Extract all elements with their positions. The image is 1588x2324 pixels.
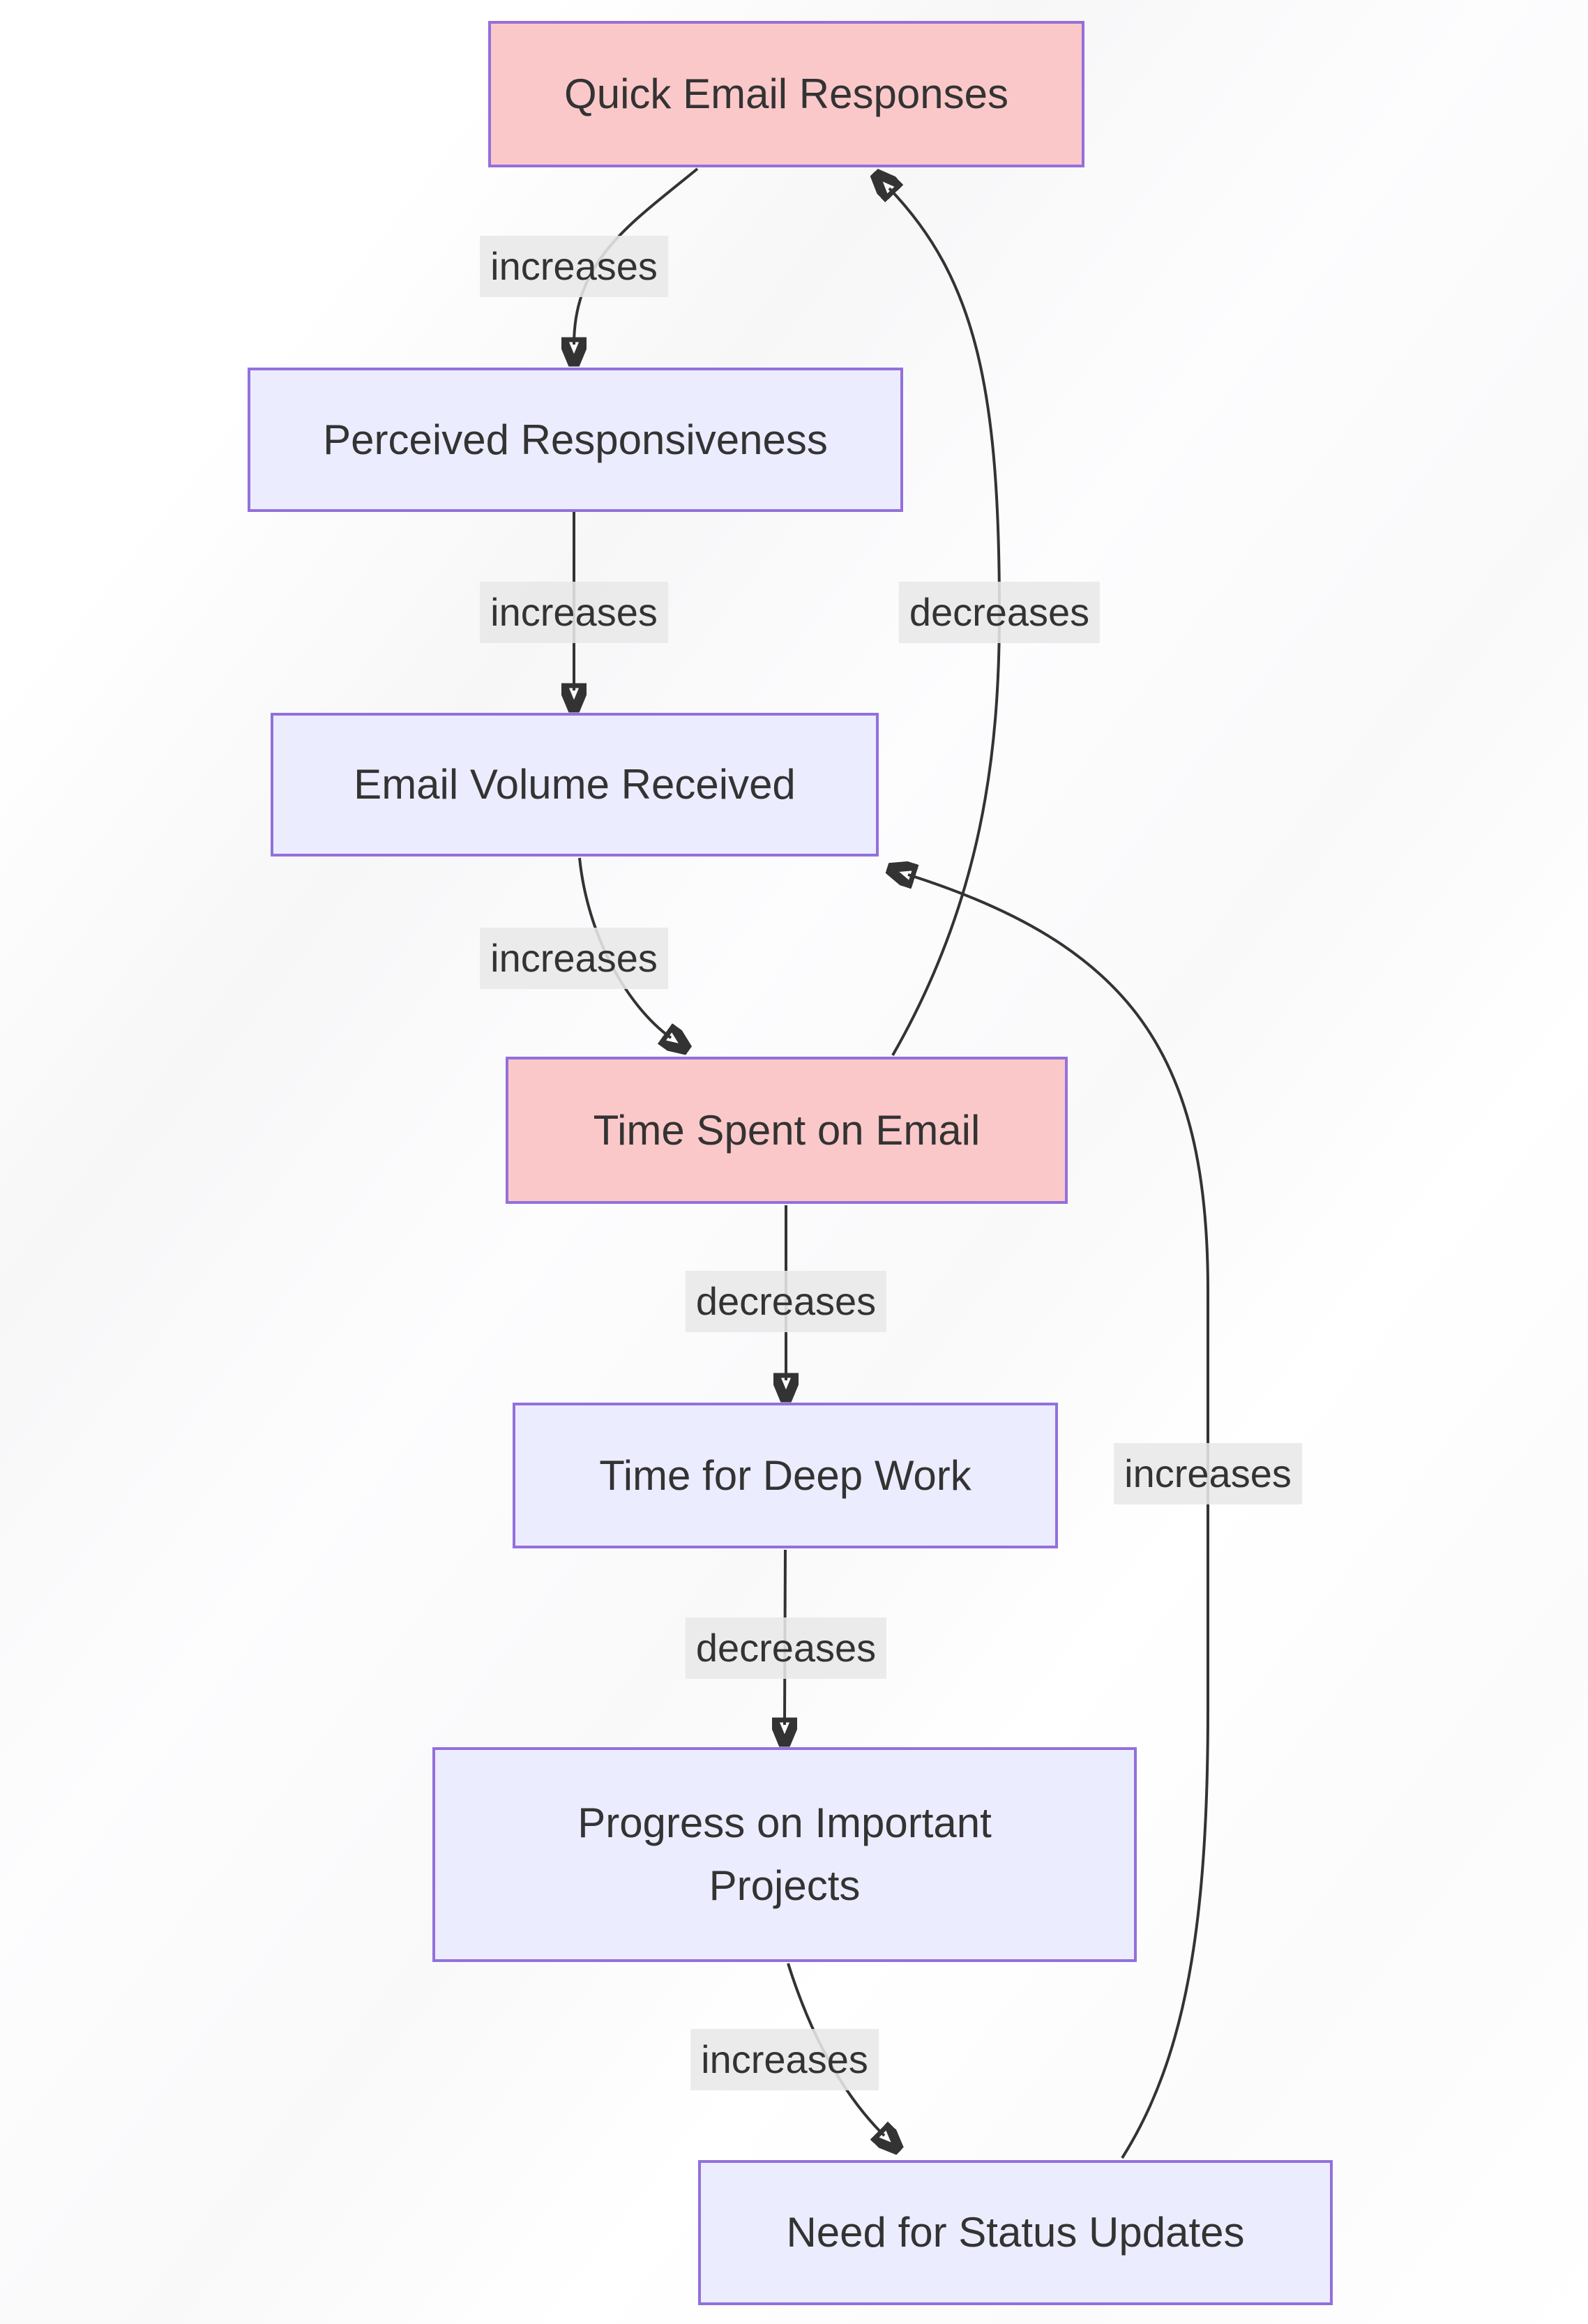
node-label: Need for Status Updates (786, 2209, 1245, 2256)
node-time-spent-on-email: Time Spent on Email (506, 1057, 1068, 1204)
node-progress-on-important-projects: Progress on Important Projects (432, 1747, 1137, 1962)
edge-label-decreases: decreases (685, 1617, 887, 1679)
node-need-for-status-updates: Need for Status Updates (698, 2160, 1333, 2305)
node-time-for-deep-work: Time for Deep Work (513, 1403, 1058, 1548)
node-label: Time Spent on Email (593, 1106, 981, 1154)
edge-label-increases: increases (690, 2029, 879, 2090)
node-quick-email-responses: Quick Email Responses (488, 21, 1084, 167)
node-label: Quick Email Responses (564, 70, 1008, 117)
node-label: Time for Deep Work (599, 1451, 971, 1499)
edge-label-increases: increases (480, 928, 668, 989)
edge-need-for-status-updates-to-email-volume-received (908, 875, 1209, 2159)
edge-label-increases: increases (480, 236, 668, 297)
node-label: Email Volume Received (354, 761, 796, 808)
node-email-volume-received: Email Volume Received (271, 713, 879, 857)
edge-label-decreases: decreases (898, 582, 1101, 643)
edge-label-increases: increases (1114, 1443, 1302, 1504)
node-label: Progress on Important Projects (577, 1799, 992, 1909)
edge-label-decreases: decreases (685, 1271, 887, 1332)
node-label: Perceived Responsiveness (323, 416, 828, 463)
edge-label-increases: increases (480, 582, 668, 643)
node-perceived-responsiveness: Perceived Responsiveness (248, 368, 903, 512)
